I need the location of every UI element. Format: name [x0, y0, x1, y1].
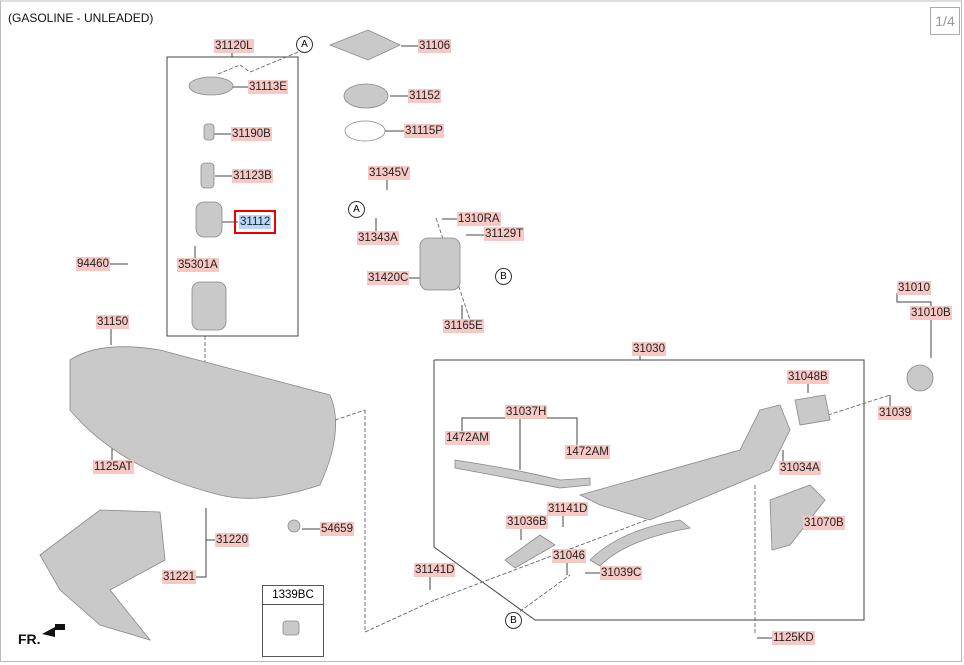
- part-label[interactable]: 31113E: [248, 80, 288, 94]
- part-label[interactable]: 31010B: [910, 306, 952, 320]
- reference-marker-a: A: [296, 36, 313, 53]
- part-label[interactable]: 31345V: [368, 166, 410, 180]
- fuel-pump: [195, 201, 223, 238]
- part-label[interactable]: 1472AM: [445, 431, 490, 445]
- part-label[interactable]: 1472AM: [565, 445, 610, 459]
- part-label[interactable]: 31190B: [231, 127, 272, 141]
- fuel-filler-cap: [906, 364, 934, 392]
- part-label[interactable]: 1310RA: [457, 212, 501, 226]
- page-indicator[interactable]: 1/4: [930, 7, 960, 35]
- reference-marker-b: B: [505, 612, 522, 629]
- part-label[interactable]: 31037H: [505, 405, 548, 419]
- part-label[interactable]: 31220: [215, 533, 249, 547]
- fuel-sender-flange: [188, 76, 234, 96]
- filler-neck: [578, 404, 791, 521]
- part-label[interactable]: 31030: [632, 342, 666, 356]
- part-label[interactable]: 1125KD: [772, 631, 815, 645]
- inset-part-label[interactable]: 1339BC: [263, 586, 323, 605]
- fuel-tank: [69, 346, 336, 499]
- part-label[interactable]: 31120L: [214, 39, 254, 53]
- heat-shield: [39, 509, 166, 641]
- part-label[interactable]: 31115P: [404, 124, 444, 138]
- part-label[interactable]: 31048B: [787, 370, 829, 384]
- fuel-pump-cover: [328, 29, 401, 61]
- inset-part-box: 1339BC: [262, 585, 324, 657]
- part-label[interactable]: 31070B: [803, 516, 845, 530]
- reference-marker-b: B: [495, 268, 512, 285]
- part-label[interactable]: 31150: [96, 315, 130, 329]
- part-label[interactable]: 31141D: [547, 502, 589, 516]
- orientation-label: FR.: [18, 631, 41, 647]
- part-label[interactable]: 31152: [408, 89, 442, 103]
- part-label[interactable]: 31141D: [414, 563, 456, 577]
- canister: [419, 237, 461, 291]
- reference-marker-a: A: [348, 201, 365, 218]
- part-label[interactable]: 31343A: [357, 231, 399, 245]
- part-label[interactable]: 31039: [878, 406, 912, 420]
- group-box-31120l: [166, 56, 299, 337]
- part-label[interactable]: 35301A: [177, 258, 219, 272]
- part-label[interactable]: 31420C: [367, 271, 410, 285]
- part-label[interactable]: 31123B: [232, 169, 273, 183]
- part-label[interactable]: 31129T: [484, 227, 525, 241]
- part-label[interactable]: 31046: [552, 549, 586, 563]
- group-box-31030: [433, 359, 865, 621]
- part-label[interactable]: 31106: [418, 39, 452, 53]
- part-label[interactable]: 31034A: [779, 461, 821, 475]
- front-arrow-icon: [42, 624, 65, 637]
- part-label[interactable]: 31039C: [600, 566, 643, 580]
- part-label[interactable]: 1125AT: [93, 460, 134, 474]
- part-label[interactable]: 31221: [162, 570, 196, 584]
- part-label[interactable]: 31165E: [443, 319, 484, 333]
- diagram-title: (GASOLINE - UNLEADED): [8, 11, 154, 25]
- part-label-selected[interactable]: 31112: [233, 210, 277, 234]
- part-label[interactable]: 54659: [320, 522, 354, 536]
- part-label[interactable]: 31036B: [506, 515, 548, 529]
- part-label[interactable]: 31010: [897, 281, 931, 295]
- part-label[interactable]: 94460: [76, 257, 110, 271]
